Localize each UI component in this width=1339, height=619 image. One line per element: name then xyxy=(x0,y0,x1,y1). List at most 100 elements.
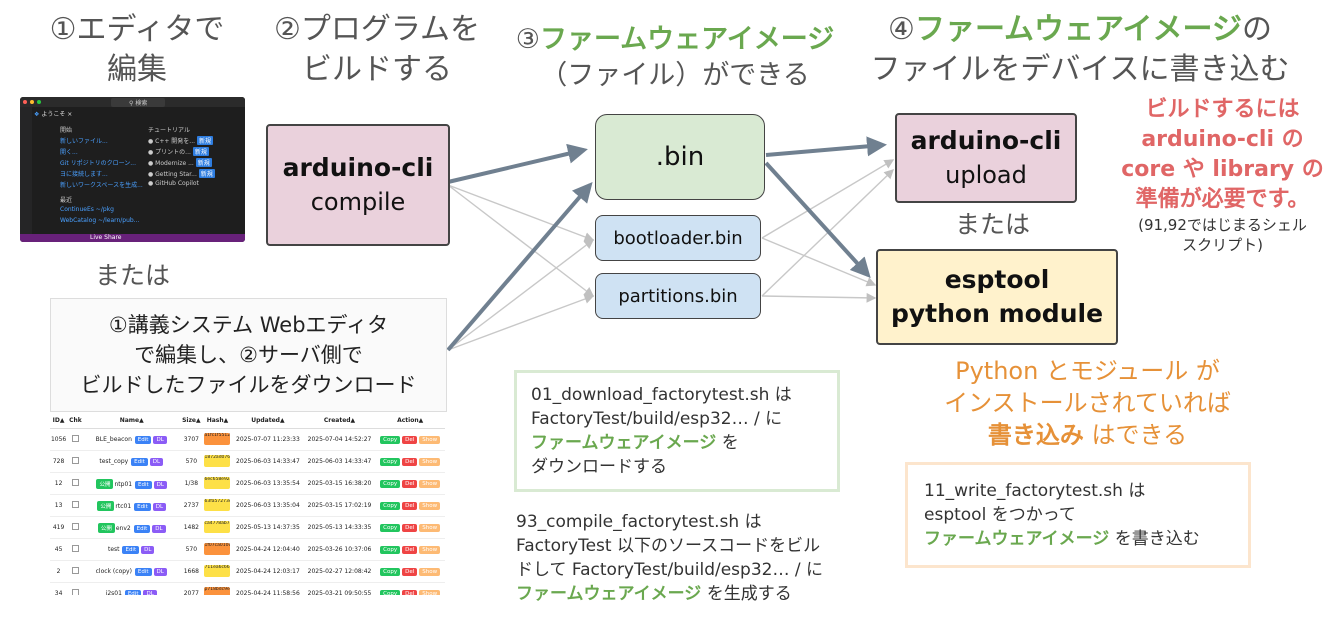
row-updated: 2025-07-07 11:23:33 xyxy=(232,428,304,451)
row-size: 570 xyxy=(179,538,203,561)
download-button[interactable]: DL xyxy=(141,545,155,554)
download-button[interactable]: DL xyxy=(143,589,157,595)
esptool-box: esptool python module xyxy=(876,249,1118,345)
show-button[interactable]: Show xyxy=(419,545,441,554)
editor-search: ⚲ 検索 xyxy=(111,97,166,107)
copy-button[interactable]: Copy xyxy=(380,479,401,488)
table-header-cell[interactable]: Size▲ xyxy=(179,413,203,429)
edit-button[interactable]: Edit xyxy=(133,524,151,533)
editor-start-column: 開始 新しいファイル... 開く... Git リポジトリのクローン... ヨに… xyxy=(60,127,143,224)
delete-button[interactable]: Del xyxy=(402,589,418,595)
table-header-cell[interactable]: Hash▲ xyxy=(202,413,233,429)
editor-tab: ❖ ようこそ × xyxy=(34,109,73,118)
row-checkbox[interactable] xyxy=(67,538,84,561)
show-button[interactable]: Show xyxy=(419,457,441,466)
copy-button[interactable]: Copy xyxy=(380,567,401,576)
delete-button[interactable]: Del xyxy=(402,523,418,532)
row-hash: p718bdc9e2 xyxy=(202,582,233,595)
table-header-cell[interactable]: Action▲ xyxy=(375,413,445,429)
delete-button[interactable]: Del xyxy=(402,567,418,576)
show-button[interactable]: Show xyxy=(419,589,441,595)
header-step2: ②プログラムを ビルドする xyxy=(274,12,480,87)
edit-button[interactable]: Edit xyxy=(124,589,142,595)
show-button[interactable]: Show xyxy=(419,567,441,576)
table-header-cell[interactable]: ID▲ xyxy=(50,413,68,429)
download-button[interactable]: DL xyxy=(149,457,164,466)
write-script-note: 11_write_factorytest.sh は esptool をつかって … xyxy=(905,462,1251,568)
or-label-right: または xyxy=(955,210,1031,239)
delete-button[interactable]: Del xyxy=(402,457,418,466)
copy-button[interactable]: Copy xyxy=(380,457,401,466)
editor-status-bar: Live Share xyxy=(20,234,245,242)
arrow-compile-bootloader xyxy=(447,184,595,242)
row-size: 1/38 xyxy=(179,472,203,495)
row-checkbox[interactable] xyxy=(67,560,84,583)
row-checkbox[interactable] xyxy=(67,582,84,595)
row-id: 45 xyxy=(50,538,68,561)
arrow-compile-bin xyxy=(447,143,588,184)
delete-button[interactable]: Del xyxy=(402,545,418,554)
copy-button[interactable]: Copy xyxy=(380,545,401,554)
row-hash: 63fa5727362 xyxy=(202,494,233,517)
row-updated: 2025-06-03 14:33:47 xyxy=(232,450,304,473)
editor-titlebar: ⚲ 検索 xyxy=(20,97,245,107)
close-dot-icon xyxy=(23,100,27,104)
row-created: 2025-02-27 12:08:42 xyxy=(303,560,376,583)
download-button[interactable]: DL xyxy=(152,502,167,511)
row-hash: 6ec658e925 xyxy=(202,472,233,495)
table-header-cell[interactable]: Name▲ xyxy=(83,413,180,429)
row-checkbox[interactable] xyxy=(67,428,84,451)
header-step3: ③ファームウェアイメージ （ファイル）ができる xyxy=(515,24,835,91)
download-button[interactable]: DL xyxy=(153,480,167,489)
row-updated: 2025-06-03 13:35:54 xyxy=(232,472,304,495)
row-checkbox[interactable] xyxy=(67,494,84,517)
download-button[interactable]: DL xyxy=(153,567,167,576)
edit-button[interactable]: Edit xyxy=(122,545,140,554)
delete-button[interactable]: Del xyxy=(402,435,418,444)
header-step4: ④ファームウェアイメージの ファイルをデバイスに書き込む xyxy=(870,12,1290,87)
arrow-bin-upload xyxy=(765,136,887,157)
table-header-cell[interactable]: Chk xyxy=(67,413,84,429)
row-hash: 1f07ca0106f xyxy=(202,538,233,561)
edit-button[interactable]: Edit xyxy=(134,567,152,576)
row-hash: 1872ad0762 xyxy=(202,450,233,473)
download-button[interactable]: DL xyxy=(152,524,166,533)
edit-button[interactable]: Edit xyxy=(134,435,152,444)
row-size: 1668 xyxy=(179,560,203,583)
show-button[interactable]: Show xyxy=(419,501,441,510)
copy-button[interactable]: Copy xyxy=(380,435,401,444)
row-created: 2025-05-13 14:33:35 xyxy=(303,516,376,539)
delete-button[interactable]: Del xyxy=(402,501,418,510)
edit-button[interactable]: Edit xyxy=(131,457,148,466)
edit-button[interactable]: Edit xyxy=(134,502,151,511)
edit-button[interactable]: Edit xyxy=(135,480,152,489)
copy-button[interactable]: Copy xyxy=(380,589,401,595)
row-checkbox[interactable] xyxy=(67,450,84,473)
show-button[interactable]: Show xyxy=(419,435,441,444)
table-header-cell[interactable]: Created▲ xyxy=(303,413,376,429)
show-button[interactable]: Show xyxy=(419,523,441,532)
show-button[interactable]: Show xyxy=(419,479,441,488)
table-header-cell[interactable]: Updated▲ xyxy=(232,413,304,429)
copy-button[interactable]: Copy xyxy=(380,501,401,510)
copy-button[interactable]: Copy xyxy=(380,523,401,532)
delete-button[interactable]: Del xyxy=(402,479,418,488)
row-checkbox[interactable] xyxy=(67,516,84,539)
row-checkbox[interactable] xyxy=(67,472,84,495)
editor-activity-bar xyxy=(20,107,32,234)
row-hash: ca4778ab7f xyxy=(202,516,233,539)
compile-script-note: 93_compile_factorytest.sh は FactoryTest … xyxy=(516,512,824,604)
download-button[interactable]: DL xyxy=(153,435,167,444)
row-id: 1056 xyxy=(50,428,68,451)
